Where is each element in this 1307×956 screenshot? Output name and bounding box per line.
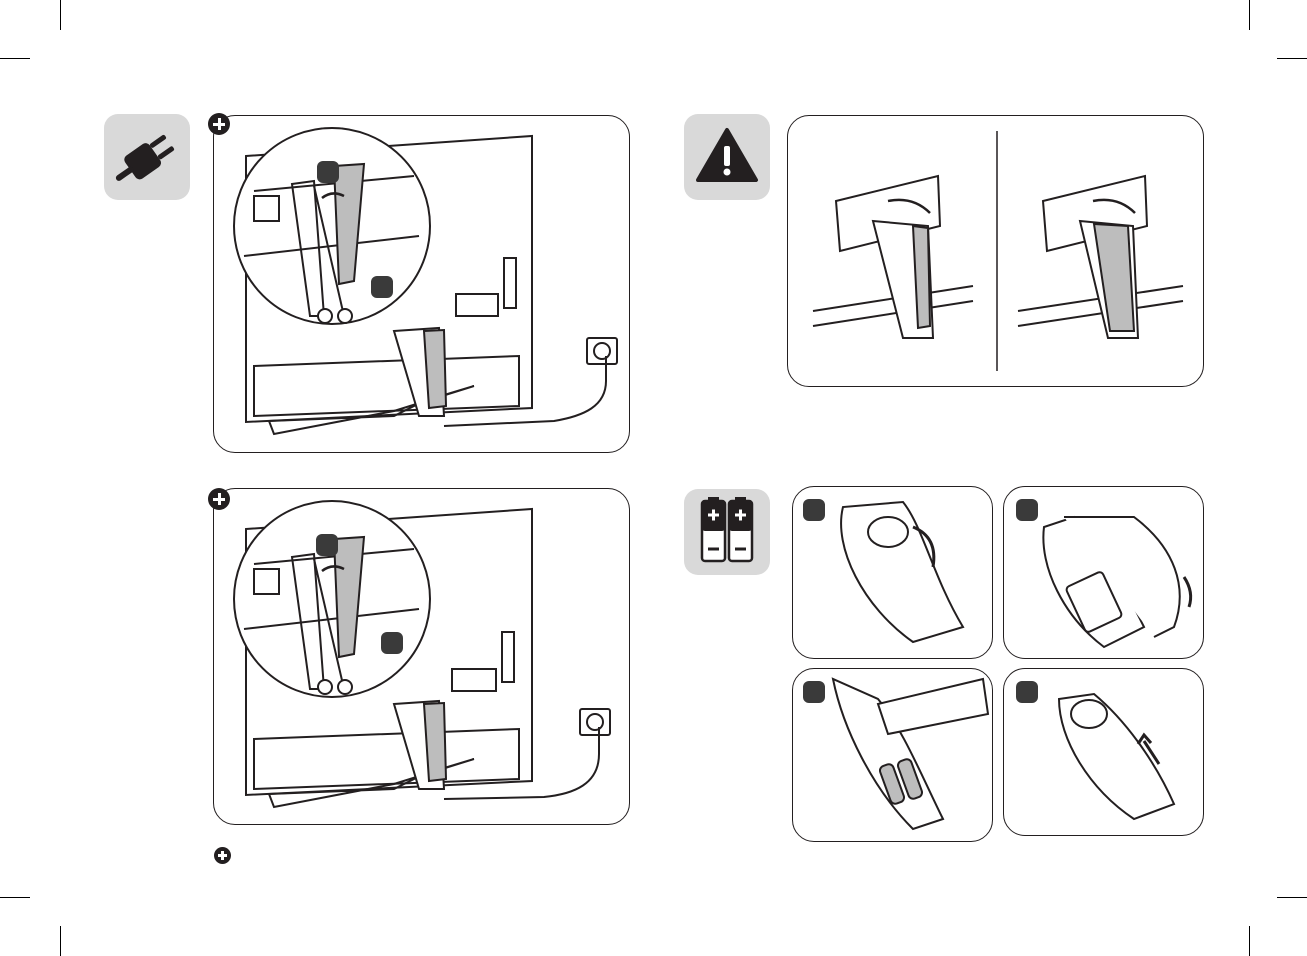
tv-back-illustration — [214, 116, 631, 454]
battery-step-2-panel — [1003, 486, 1204, 659]
step-badge-2 — [1016, 499, 1038, 521]
crop-mark — [1249, 926, 1250, 956]
crop-mark — [0, 897, 30, 898]
plus-note-icon — [208, 113, 230, 135]
step-badge-2 — [381, 632, 403, 654]
crop-mark — [1277, 897, 1307, 898]
crop-mark — [0, 58, 30, 59]
step-badge-1 — [803, 499, 825, 521]
batteries-icon — [684, 489, 770, 575]
cable-routing-panel-bottom — [213, 488, 630, 825]
detail-magnifier — [234, 128, 430, 324]
warning-tile — [684, 114, 770, 200]
stand-cover-caution-panel — [787, 115, 1204, 387]
step-badge-1 — [316, 534, 338, 556]
plus-note-icon — [214, 847, 231, 864]
power-plug-tile — [104, 114, 190, 200]
batteries-tile — [684, 489, 770, 575]
crop-mark — [1249, 0, 1250, 30]
battery-step-3-panel — [792, 668, 993, 842]
tv-back-illustration — [214, 489, 631, 826]
step-badge-1 — [317, 161, 339, 183]
battery-step-4-panel — [1003, 668, 1204, 836]
power-plug-icon — [104, 114, 190, 200]
crop-mark — [60, 0, 61, 30]
cable-routing-panel-top — [213, 115, 630, 453]
detail-magnifier — [234, 501, 430, 697]
step-badge-2 — [371, 276, 393, 298]
crop-mark — [1277, 58, 1307, 59]
stand-cover-illustration — [788, 116, 1205, 388]
crop-mark — [60, 926, 61, 956]
plus-note-icon — [208, 488, 230, 510]
battery-step-1-panel — [792, 486, 993, 659]
warning-triangle-icon — [684, 114, 770, 200]
step-badge-3 — [803, 681, 825, 703]
step-badge-4 — [1016, 681, 1038, 703]
